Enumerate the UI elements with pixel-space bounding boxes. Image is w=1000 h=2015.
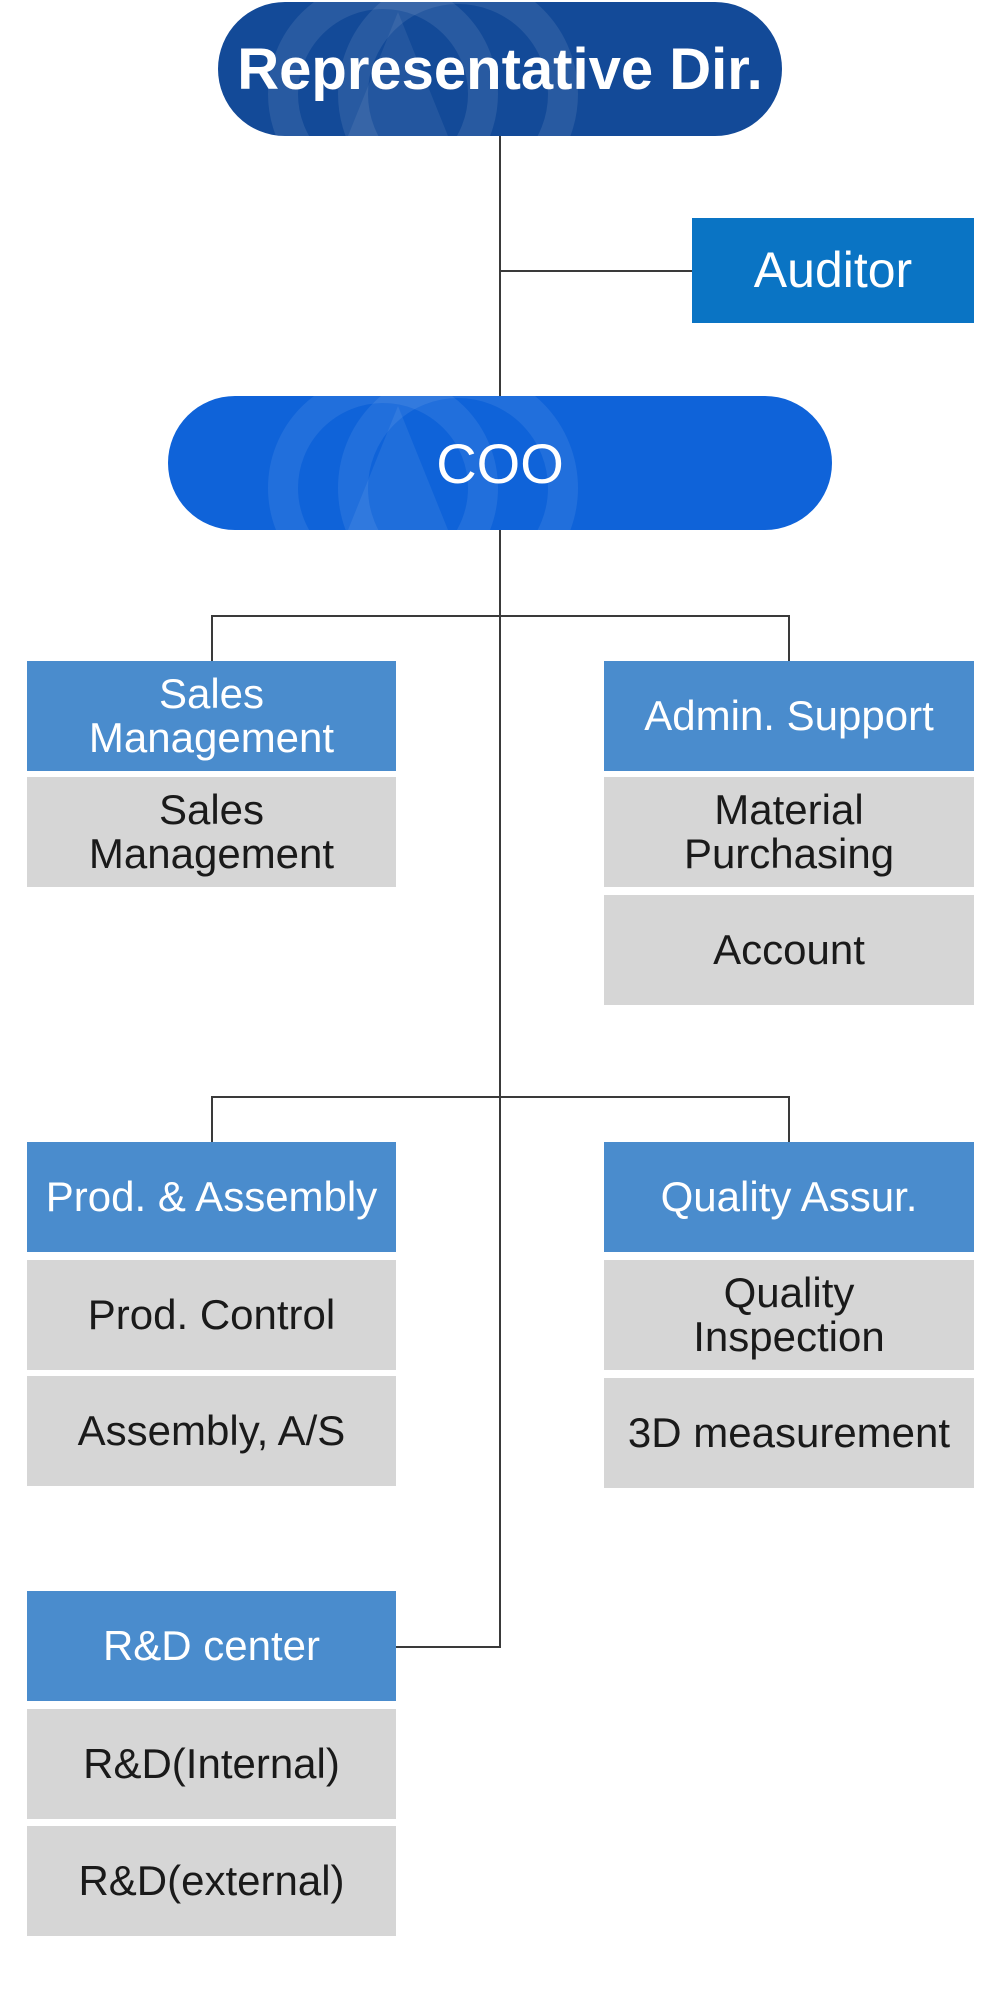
- branch-row1-left-drop: [211, 615, 213, 663]
- branch-row1-horizontal: [211, 615, 790, 617]
- dept-admin-title: Admin. Support: [644, 691, 934, 739]
- branch-row2-horizontal: [211, 1096, 790, 1098]
- unit-label: Quality Inspection: [693, 1268, 885, 1360]
- unit-label: Assembly, A/S: [77, 1406, 346, 1454]
- dept-rnd-title: R&D center: [102, 1621, 321, 1669]
- representative-director-node: Representative Dir.: [218, 2, 782, 136]
- branch-row1-right-drop: [788, 615, 790, 663]
- branch-rnd-horizontal: [396, 1646, 501, 1648]
- unit-label: Material Purchasing: [683, 785, 895, 877]
- unit-material-purchasing: Material Purchasing: [604, 777, 974, 887]
- unit-quality-inspection: Quality Inspection: [604, 1260, 974, 1370]
- auditor-label: Auditor: [753, 242, 913, 299]
- company-logo-watermark-icon: [268, 2, 578, 136]
- auditor-node: Auditor: [692, 218, 974, 323]
- dept-production-header: Prod. & Assembly: [27, 1142, 396, 1252]
- unit-prod-control: Prod. Control: [27, 1260, 396, 1370]
- unit-label: R&D(external): [78, 1856, 345, 1904]
- unit-rnd-external: R&D(external): [27, 1826, 396, 1936]
- representative-director-label: Representative Dir.: [237, 36, 763, 102]
- dept-admin-header: Admin. Support: [604, 661, 974, 771]
- unit-label: Prod. Control: [87, 1290, 336, 1338]
- company-logo-watermark-icon: [268, 396, 578, 530]
- dept-quality-title: Quality Assur.: [660, 1172, 918, 1220]
- unit-sales-management: Sales Management: [27, 777, 396, 887]
- unit-assembly-as: Assembly, A/S: [27, 1376, 396, 1486]
- unit-label: Sales Management: [88, 785, 335, 877]
- coo-node: COO: [168, 396, 832, 530]
- dept-rnd-header: R&D center: [27, 1591, 396, 1701]
- branch-row2-left-drop: [211, 1096, 213, 1144]
- trunk-line-top: [499, 135, 501, 400]
- unit-account: Account: [604, 895, 974, 1005]
- unit-rnd-internal: R&D(Internal): [27, 1709, 396, 1819]
- auditor-branch-line: [500, 270, 692, 272]
- trunk-line-main: [499, 530, 501, 1648]
- dept-sales-header: Sales Management: [27, 661, 396, 771]
- coo-label: COO: [436, 431, 564, 495]
- dept-quality-header: Quality Assur.: [604, 1142, 974, 1252]
- dept-production-title: Prod. & Assembly: [45, 1172, 378, 1220]
- unit-label: R&D(Internal): [83, 1739, 340, 1787]
- unit-3d-measurement: 3D measurement: [604, 1378, 974, 1488]
- unit-label: 3D measurement: [627, 1408, 951, 1456]
- unit-label: Account: [713, 925, 865, 973]
- branch-row2-right-drop: [788, 1096, 790, 1144]
- dept-sales-title: Sales Management: [88, 669, 335, 761]
